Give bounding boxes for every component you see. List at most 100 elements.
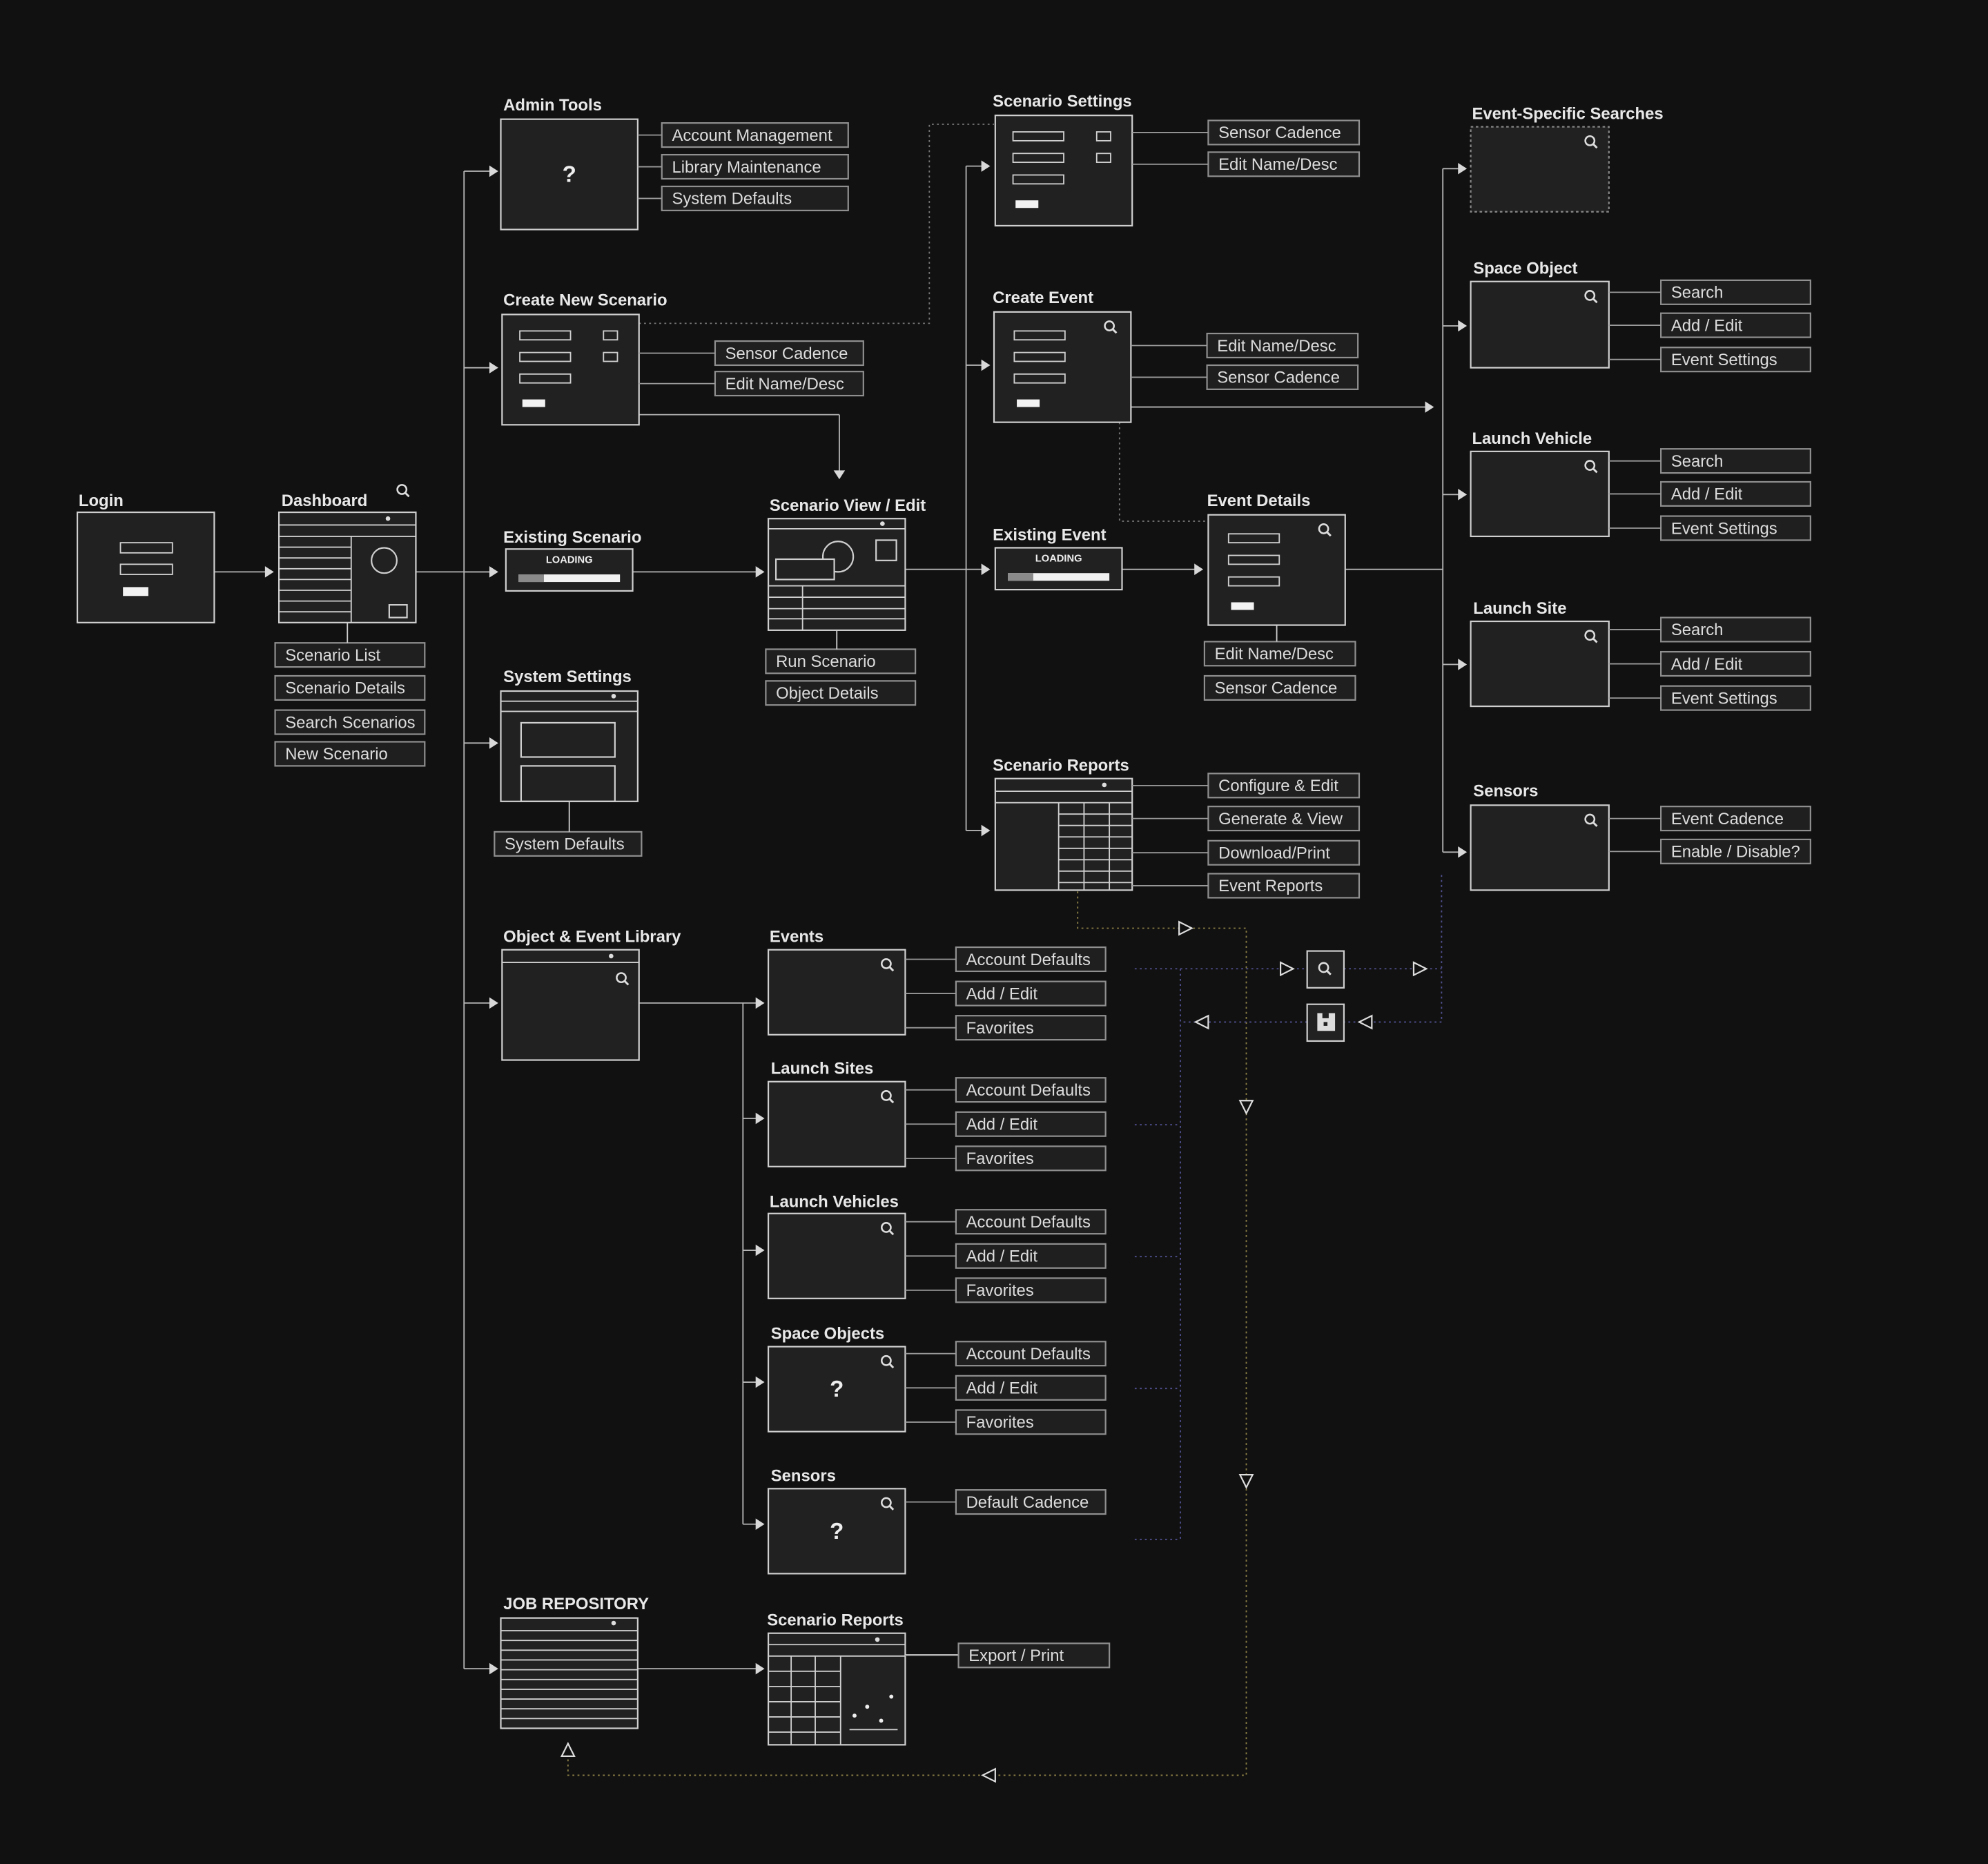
chart-point [879,1718,884,1723]
subscreen-button[interactable]: Event Settings [1660,685,1811,711]
subscreen-label: Download/Print [1218,844,1330,862]
subscreen-button[interactable]: Event Cadence [1660,806,1811,832]
screen-thumbnail[interactable] [767,949,906,1036]
subscreen-button[interactable]: Sensor Cadence [1203,674,1356,701]
subscreen-button[interactable]: Edit Name/Desc [1206,332,1359,359]
subscreen-button[interactable]: Search [1660,448,1811,474]
progress-bar [1008,573,1110,581]
subscreen-button[interactable]: Add / Edit [1660,650,1811,677]
subscreen-button[interactable]: System Defaults [661,185,849,211]
screen-thumbnail[interactable] [500,1617,639,1729]
screen-thumbnail[interactable]: ? [500,118,639,231]
subscreen-button[interactable]: Favorites [955,1015,1107,1041]
subscreen-button[interactable]: Add / Edit [1660,312,1811,338]
subscreen-label: Run Scenario [776,652,876,671]
subscreen-button[interactable]: Search [1660,279,1811,305]
screen-title: Events [770,928,824,946]
arrow-head-icon [1425,401,1434,413]
subscreen-button[interactable]: Event Settings [1660,347,1811,373]
subscreen-button[interactable]: Search [1660,617,1811,643]
subscreen-button[interactable]: Export / Print [957,1642,1111,1669]
screen-thumbnail[interactable]: ? [767,1346,906,1433]
arrow-head-icon [1458,846,1468,858]
subscreen-button[interactable]: Search Scenarios [274,709,426,735]
subscreen-button[interactable]: Account Defaults [955,1341,1107,1367]
subscreen-button[interactable]: Scenario Details [274,674,426,701]
subscreen-button[interactable]: Run Scenario [765,648,917,674]
subscreen-button[interactable]: Add / Edit [955,980,1107,1007]
screen-title: Scenario Reports [993,757,1129,775]
subscreen-button[interactable]: Edit Name/Desc [1203,641,1356,667]
subscreen-button[interactable]: Sensor Cadence [714,340,864,367]
screen-thumbnail[interactable] [767,1212,906,1299]
subscreen-button[interactable]: Enable / Disable? [1660,838,1811,864]
search-button[interactable] [1306,950,1345,989]
screen-thumbnail[interactable] [500,690,639,802]
subscreen-button[interactable]: Favorites [955,1145,1107,1172]
subscreen-label: Account Management [672,126,832,145]
screen-thumbnail[interactable] [1470,450,1610,538]
subscreen-button[interactable]: Add / Edit [955,1243,1107,1269]
screen-thumbnail[interactable]: LOADING [994,547,1123,591]
screen-title: JOB REPOSITORY [503,1595,649,1613]
subscreen-button[interactable]: Download/Print [1207,839,1361,866]
screen-thumbnail[interactable] [767,1632,906,1746]
screen-thumbnail[interactable]: LOADING [505,548,634,592]
screen-title: Existing Scenario [503,528,641,547]
flow-arrow-icon [1193,1014,1209,1030]
subscreen-button[interactable]: Event Settings [1660,515,1811,541]
subscreen-button[interactable]: Favorites [955,1277,1107,1303]
subscreen-button[interactable]: Default Cadence [955,1489,1107,1515]
subscreen-button[interactable]: Sensor Cadence [1206,364,1359,390]
screen-thumbnail[interactable] [994,777,1133,891]
subscreen-button[interactable]: System Defaults [494,831,643,857]
screen-thumbnail[interactable]: ? [767,1488,906,1575]
screen-thumbnail[interactable] [1470,620,1610,708]
screen-title: Launch Vehicles [770,1193,899,1212]
subscreen-button[interactable]: New Scenario [274,741,426,767]
subscreen-button[interactable]: Account Defaults [955,1077,1107,1103]
screen-thumbnail[interactable] [277,511,417,623]
screen-thumbnail[interactable] [767,518,906,631]
flow-arrow-icon [981,1767,996,1783]
subscreen-button[interactable]: Edit Name/Desc [714,371,864,397]
subscreen-button[interactable]: Sensor Cadence [1207,119,1361,146]
subscreen-button[interactable]: Account Management [661,122,849,148]
save-button[interactable] [1306,1003,1345,1042]
subscreen-button[interactable]: Account Defaults [955,946,1107,973]
subscreen-button[interactable]: Generate & View [1207,806,1361,832]
subscreen-button[interactable]: Scenario List [274,642,426,668]
subscreen-button[interactable]: Object Details [765,680,917,706]
screen-thumbnail[interactable] [994,115,1133,227]
arrow-head-icon [489,165,498,177]
screen-thumbnail[interactable] [76,511,215,623]
screen-thumbnail[interactable] [1470,280,1610,369]
screen-thumbnail[interactable] [993,311,1132,423]
arrow-head-icon [981,824,991,837]
screen-thumbnail[interactable] [501,949,640,1061]
subscreen-button[interactable]: Event Reports [1207,873,1361,899]
subscreen-button[interactable]: Favorites [955,1409,1107,1435]
subscreen-button[interactable]: Edit Name/Desc [1207,151,1361,177]
screen-thumbnail[interactable] [1470,804,1610,891]
subscreen-button[interactable]: Account Defaults [955,1209,1107,1235]
arrow-head-icon [1458,489,1468,501]
screen-thumbnail[interactable] [501,313,640,426]
subscreen-button[interactable]: Add / Edit [955,1375,1107,1401]
subscreen-button[interactable]: Configure & Edit [1207,773,1361,799]
screen-thumbnail[interactable] [767,1080,906,1167]
subscreen-button[interactable]: Add / Edit [1660,480,1811,507]
subscreen-button[interactable]: Library Maintenance [661,153,849,180]
search-icon [1584,813,1598,827]
screen-thumbnail[interactable] [1470,126,1610,213]
subscreen-label: Account Defaults [966,951,1091,969]
screen-title: Create New Scenario [503,291,667,310]
subscreen-label: Edit Name/Desc [1218,155,1337,174]
subscreen-button[interactable]: Add / Edit [955,1111,1107,1137]
screen-thumbnail[interactable] [1207,514,1346,626]
